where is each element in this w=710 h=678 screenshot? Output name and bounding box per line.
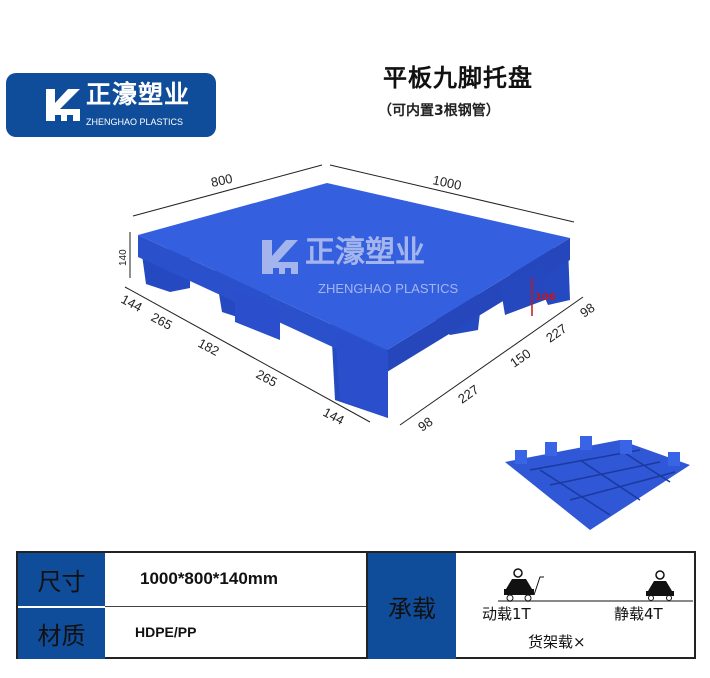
watermark-name-en: ZHENGHAO PLASTICS bbox=[318, 281, 458, 296]
dim-left-1: 265 bbox=[149, 309, 175, 332]
pallet-top-deck bbox=[138, 183, 570, 350]
material-value: HDPE/PP bbox=[135, 624, 197, 640]
pallet-diagram: 正濠塑业 ZHENGHAO PLASTICS 800 1000 140 106 … bbox=[118, 164, 690, 530]
pallet-bottom-thumbnail bbox=[505, 436, 690, 530]
logo-mark-icon bbox=[46, 89, 80, 121]
dim-left-4: 144 bbox=[321, 404, 347, 427]
load-label: 承载 bbox=[368, 553, 456, 659]
spec-table: 尺寸 材质 1000*800*140mm HDPE/PP 承载 动载1T 静载4… bbox=[16, 551, 696, 659]
watermark-name-cn: 正濠塑业 bbox=[305, 235, 425, 270]
dim-entry-height: 106 bbox=[535, 292, 556, 303]
brand-logo: 正濠塑业 ZHENGHAO PLASTICS bbox=[6, 73, 216, 137]
rack-load: 货架载× bbox=[528, 633, 586, 651]
size-label: 尺寸 bbox=[18, 553, 105, 606]
dim-right-0: 98 bbox=[415, 414, 435, 435]
dim-right-2: 150 bbox=[507, 346, 533, 371]
product-title: 平板九脚托盘 bbox=[383, 64, 533, 92]
dim-length: 1000 bbox=[431, 172, 462, 193]
dim-height: 140 bbox=[118, 249, 129, 266]
logo-name-cn: 正濠塑业 bbox=[86, 80, 191, 109]
watermark: 正濠塑业 ZHENGHAO PLASTICS bbox=[262, 235, 458, 296]
dim-right-4: 98 bbox=[577, 300, 597, 321]
pallet-right-side bbox=[387, 238, 570, 372]
dim-left-2: 182 bbox=[196, 335, 222, 358]
load-icons bbox=[498, 568, 693, 602]
dynamic-load: 动载1T bbox=[482, 605, 531, 623]
static-load: 静载4T bbox=[614, 605, 663, 623]
dim-width: 800 bbox=[210, 171, 234, 190]
material-label: 材质 bbox=[18, 608, 105, 659]
logo-name-en: ZHENGHAO PLASTICS bbox=[86, 117, 184, 127]
size-value: 1000*800*140mm bbox=[105, 553, 367, 607]
product-subtitle: （可内置3根钢管） bbox=[378, 103, 500, 119]
dim-right-3: 227 bbox=[543, 321, 569, 346]
static-load-icon bbox=[646, 570, 674, 601]
dim-right-1: 227 bbox=[455, 382, 481, 407]
dynamic-load-cart-icon bbox=[504, 568, 544, 602]
dim-left-0: 144 bbox=[119, 291, 145, 314]
